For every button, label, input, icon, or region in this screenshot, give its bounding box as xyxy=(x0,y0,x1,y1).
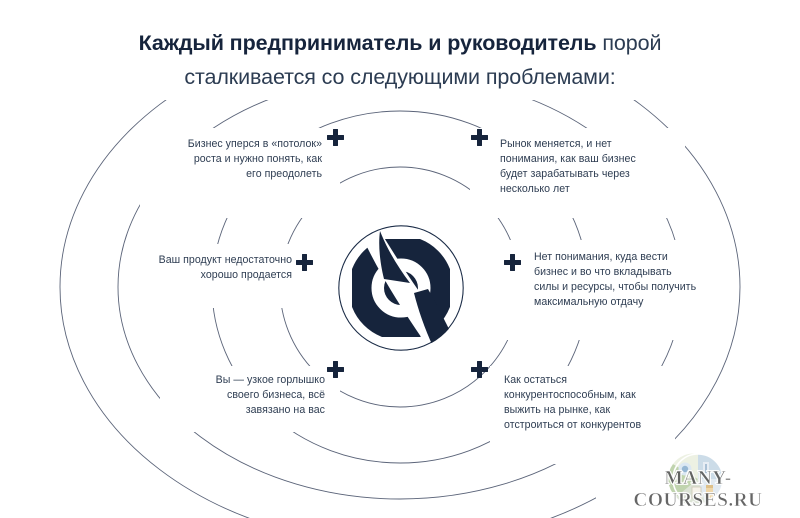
logo-spike xyxy=(379,231,410,283)
watermark: MANY-COURSES.RU xyxy=(600,452,796,511)
plus-icon-middle-right xyxy=(504,254,521,271)
brand-logo xyxy=(338,225,464,351)
note-bottom-right: Как остаться конкурентоспособным, как вы… xyxy=(504,374,642,431)
page-title-line2: сталкивается со следующими проблемами: xyxy=(184,65,616,89)
plus-icon-top-left xyxy=(327,129,344,146)
page-title: Каждый предприниматель и руководитель по… xyxy=(0,26,800,94)
plus-icon-bottom-left xyxy=(327,361,344,378)
watermark-text: MANY-COURSES.RU xyxy=(633,468,763,512)
plus-icon-middle-left xyxy=(296,254,313,271)
orbit-ring-third xyxy=(117,74,683,500)
logo-outer-outline xyxy=(338,225,464,351)
plus-icon-top-right xyxy=(471,129,488,146)
page-title-light: порой xyxy=(596,31,662,55)
logo-wedge xyxy=(414,289,454,349)
plus-icon-bottom-right xyxy=(471,361,488,378)
orbit-ring-outer xyxy=(59,28,741,518)
note-middle-left: Ваш продукт недостаточно хорошо продаетс… xyxy=(158,254,292,281)
orbit-ring-inner xyxy=(279,166,521,408)
note-top-left: Бизнес уперся в «потолок» роста и нужно … xyxy=(187,138,322,180)
page-title-strong: Каждый предприниматель и руководитель xyxy=(138,31,597,55)
orbit-ring-second xyxy=(211,110,589,464)
note-bottom-left: Вы — узкое горлышко своего бизнеса, всё … xyxy=(215,374,325,416)
logo-ring xyxy=(348,235,454,341)
note-top-right: Рынок меняется, и нет понимания, как ваш… xyxy=(500,138,636,195)
globe-icon xyxy=(668,453,724,506)
note-middle-right: Нет понимания, куда вести бизнес и во чт… xyxy=(534,251,697,308)
